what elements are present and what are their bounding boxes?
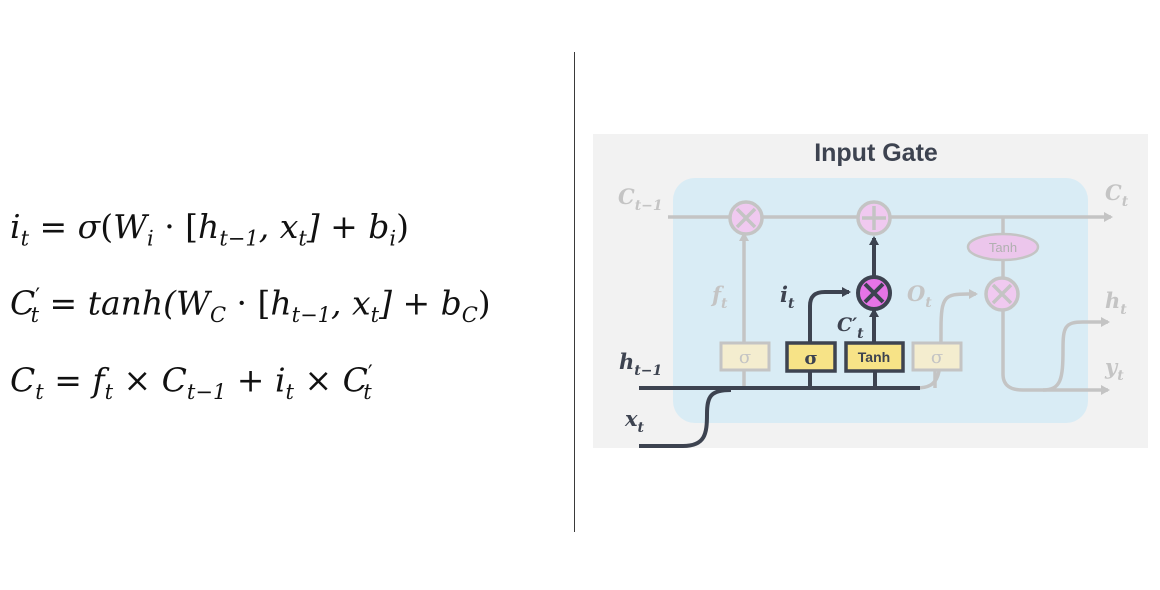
tanh-gate-label: Tanh: [858, 349, 890, 365]
forget-sigma-box: [719, 341, 771, 372]
equation-candidate: C′t = tanh(WC · [ht−1, xt] + bC): [10, 267, 570, 344]
eq-symbol: , x: [258, 207, 299, 246]
label-c-prime: C′t: [837, 314, 864, 342]
eq-operator: =: [39, 283, 88, 323]
eq-symbol: h: [270, 283, 292, 323]
label-c-prev: Ct−1: [618, 184, 663, 214]
eq-subscript: t: [298, 226, 307, 251]
eq-subscript: t: [370, 303, 380, 328]
eq-operator: =: [43, 360, 93, 400]
eq-operator: ] + b: [306, 207, 390, 246]
output-multiply-op: [984, 276, 1020, 312]
eq-subscript: t: [285, 380, 294, 405]
eq-subscript: t−1: [219, 226, 259, 251]
y-output-line: [1001, 309, 1110, 395]
equation-cell-update: Ct = ft × Ct−1 + it × C′t: [10, 344, 570, 421]
lstm-input-gate-diagram: Input Gate Tanh σ: [593, 134, 1148, 448]
eq-symbol: tanh(: [87, 283, 177, 323]
cell-tanh-ellipse: [966, 232, 1040, 262]
eq-operator: · [: [153, 207, 199, 246]
eq-operator: ): [477, 283, 491, 323]
eq-symbol: f: [92, 360, 105, 400]
input-gate-path: [808, 287, 851, 344]
eq-symbol: i: [274, 360, 286, 400]
output-gate-path: [915, 289, 978, 390]
eq-symbol: C: [342, 360, 368, 400]
eq-operator: ): [396, 207, 409, 246]
eq-subscript: t: [35, 380, 44, 405]
forget-multiply-op: [728, 200, 764, 236]
eq-symbol: , x: [331, 283, 371, 323]
label-o: Ot: [907, 281, 932, 311]
eq-prime: ′: [35, 284, 41, 309]
eq-subscript: t: [363, 380, 372, 405]
input-sigma-box: [785, 341, 837, 373]
eq-subscript: t−1: [186, 380, 227, 405]
eq-symbol: h: [198, 207, 220, 246]
eq-prime: ′: [367, 361, 373, 386]
forget-sigma-label: σ: [739, 347, 751, 368]
label-c-next: Ct: [1105, 180, 1129, 210]
output-sigma-box: [911, 341, 963, 372]
vertical-divider: [574, 52, 575, 532]
eq-operator: ×: [113, 360, 162, 400]
eq-operator: (: [100, 207, 114, 246]
eq-subscript: i: [146, 226, 154, 251]
eq-subscript: i: [389, 226, 397, 251]
eq-symbol: W: [113, 207, 147, 246]
input-sigma-label: σ: [804, 348, 817, 369]
eq-operator: ×: [293, 360, 343, 400]
label-h-prev: ht−1: [619, 349, 662, 379]
tanh-gate-box: [844, 341, 905, 373]
eq-operator: ] + b: [379, 283, 462, 323]
label-h-out: ht: [1105, 288, 1127, 318]
eq-subscript: C: [461, 303, 478, 328]
eq-subscript: t: [104, 380, 114, 405]
cell-tanh-label: Tanh: [989, 240, 1017, 255]
eq-symbol: C: [10, 360, 36, 400]
eq-symbol: σ: [77, 207, 101, 246]
output-sigma-label: σ: [931, 347, 943, 368]
equations-panel: it = σ(Wi · [ht−1, xt] + bi) C′t = tanh(…: [10, 198, 570, 421]
eq-symbol: i: [10, 207, 21, 246]
eq-subscript: t−1: [291, 303, 332, 328]
eq-subscript: t: [30, 303, 40, 328]
x-input-line: [639, 388, 732, 448]
eq-operator: +: [226, 360, 275, 400]
eq-symbol: C: [161, 360, 187, 400]
h-output-line: [1042, 317, 1110, 392]
active-connections: [639, 236, 920, 448]
label-x: xt: [624, 406, 645, 436]
equation-input-gate: it = σ(Wi · [ht−1, xt] + bi): [10, 198, 570, 267]
cell-add-op: [856, 200, 892, 236]
eq-operator: =: [29, 207, 78, 246]
input-multiply-op: [856, 275, 892, 311]
diagram-title: Input Gate: [814, 139, 938, 167]
eq-symbol: W: [176, 283, 210, 323]
label-i: it: [780, 282, 795, 312]
eq-subscript: t: [20, 226, 30, 251]
eq-operator: · [: [226, 283, 271, 323]
label-y-out: yt: [1104, 354, 1124, 384]
eq-symbol: C: [10, 283, 36, 323]
diagram-canvas: Input Gate Tanh σ: [593, 134, 1148, 448]
eq-subscript: C: [209, 303, 227, 328]
